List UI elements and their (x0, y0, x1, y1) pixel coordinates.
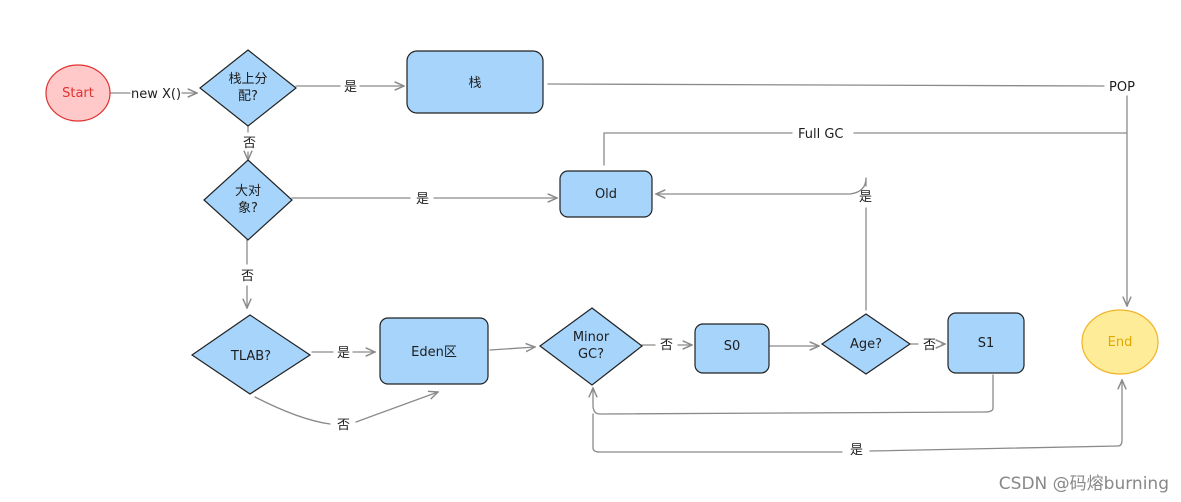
stack-alloc-decision: 栈上分 配? (199, 49, 297, 127)
edge-label-stack-yes: 是 (344, 80, 357, 95)
s1-box (947, 312, 1025, 374)
minor-gc-label-line1: Minor (573, 330, 610, 345)
edge-s1-to-minor (593, 374, 994, 415)
end-ellipse (1081, 309, 1159, 375)
stack-box (406, 50, 544, 114)
edge-stack-to-pop (547, 83, 1105, 87)
s0-box (694, 323, 770, 374)
edge-old-to-fullgc (603, 132, 793, 166)
tlab-decision: TLAB? (190, 314, 312, 395)
edge-label-tlab-no: 否 (337, 418, 350, 433)
minor-gc-label-line2: GC? (578, 347, 604, 362)
age-diamond (820, 313, 912, 375)
old-label: Old (595, 187, 617, 202)
eden-label: Eden区 (411, 345, 457, 360)
old-box (559, 170, 653, 218)
edge-label-stack-no: 否 (243, 136, 256, 151)
age-label: Age? (850, 337, 882, 352)
age-decision: Age? (820, 313, 912, 375)
s0-node: S0 (694, 323, 770, 374)
stack-node: 栈 (406, 50, 544, 114)
old-node: Old (559, 170, 653, 218)
edge-minor-yes-to-end-b (869, 380, 1122, 452)
edge-minor-yes-to-end (592, 413, 843, 453)
edge-label-big-yes: 是 (416, 192, 429, 207)
big-object-diamond (203, 159, 293, 241)
edge-label-age-no: 否 (923, 338, 936, 353)
edge-label-minor-yes: 是 (850, 443, 863, 458)
s0-label: S0 (724, 339, 741, 354)
end-label: End (1108, 335, 1133, 350)
minor-gc-diamond (538, 307, 643, 386)
stack-alloc-diamond (199, 49, 297, 127)
big-object-label-line1: 大对 (235, 184, 261, 199)
big-object-label-line2: 象? (238, 201, 258, 216)
watermark: CSDN @码熔burning (998, 474, 1169, 494)
eden-node: Eden区 (379, 317, 489, 385)
big-object-decision: 大对 象? (203, 159, 293, 241)
edge-tlab-no-to-eden-b (355, 392, 438, 423)
edge-label-new-x: new X() (131, 87, 181, 102)
tlab-label: TLAB? (230, 349, 271, 364)
start-node: Start (45, 64, 111, 122)
edge-label-age-yes: 是 (859, 190, 872, 205)
edge-age-to-old-b (656, 177, 867, 194)
tlab-diamond (190, 314, 312, 395)
edge-labels: new X() 是 POP 否 Full GC 是 是 否 是 否 否 否 是 (131, 80, 1135, 458)
s1-label: S1 (978, 336, 995, 351)
edge-label-full-gc: Full GC (798, 127, 844, 142)
minor-gc-decision: Minor GC? (538, 307, 643, 386)
start-label: Start (62, 86, 94, 101)
edge-label-minor-no: 否 (660, 338, 673, 353)
edge-label-big-no: 否 (241, 269, 254, 284)
edge-tlab-no-to-eden (254, 396, 331, 425)
stack-alloc-label-line2: 配? (238, 89, 258, 104)
edge-label-tlab-yes: 是 (337, 346, 350, 361)
edge-label-pop: POP (1109, 80, 1135, 95)
stack-alloc-label-line1: 栈上分 (228, 72, 267, 87)
end-node: End (1081, 309, 1159, 375)
eden-box (379, 317, 489, 385)
stack-label: 栈 (468, 76, 481, 91)
edges (109, 83, 1127, 453)
s1-node: S1 (947, 312, 1025, 374)
start-ellipse (45, 64, 111, 122)
edge-eden-to-minor (489, 347, 535, 350)
